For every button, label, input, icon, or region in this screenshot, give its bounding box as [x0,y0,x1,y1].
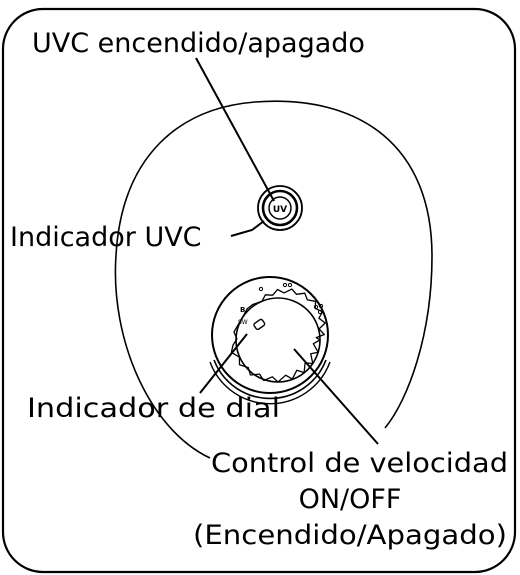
dial-mark-left: B [240,306,245,314]
uvc-button-ring [261,189,299,227]
dial-speed-marks [258,282,324,315]
speed-mark-3 [287,282,293,288]
uvc-button-face [268,196,292,220]
speed-mark-6 [317,309,323,315]
outer-frame [1,7,517,574]
label-speed-control-line3: (Encendido/Apagado) [193,520,507,551]
dial-mark-bottom-left: SW [238,319,248,326]
label-speed-control-line2: ON/OFF [299,484,402,515]
speed-mark-4 [313,304,319,310]
label-dial-indicator: Indicador de dial [27,393,280,424]
device-body-outline [114,100,433,459]
dial-outer-ring [211,276,329,394]
speed-dial[interactable] [209,276,331,405]
label-speed-control-line1: Control de velocidad [211,448,508,479]
label-uvc-indicator: Indicador UVC [10,222,202,253]
dial-shadow-arc [213,359,327,400]
leader-uvc-indicator [230,220,265,237]
dial-knob-grip [230,288,326,383]
dial-pointer [253,318,266,331]
speed-mark-5 [318,303,324,309]
label-uvc-switch: UVC encendido/apagado [32,28,365,59]
dial-shadow-arc-outer [209,361,331,405]
leader-dial-indicator [199,333,248,394]
uvc-button-text: UV [273,205,287,215]
speed-mark-2 [282,282,288,288]
uvc-button[interactable]: UV [257,185,303,231]
leader-speed-control [293,348,379,445]
leader-uvc-switch [195,57,275,202]
uvc-button-outer-ring [257,185,303,231]
speed-mark-1 [258,286,264,292]
